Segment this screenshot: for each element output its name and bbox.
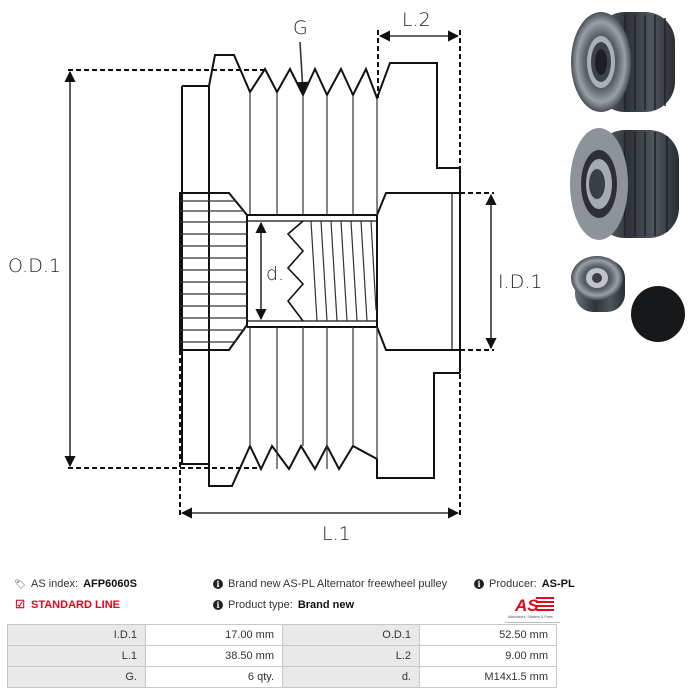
check-square-icon: ☑ <box>15 599 25 611</box>
description-row: i Brand new AS-PL Alternator freewheel p… <box>213 578 447 590</box>
product-photos <box>570 12 685 342</box>
technical-drawing: G L.2 O.D.1 I.D.1 d. L.1 <box>8 9 542 545</box>
product-type-row: i Product type: Brand new <box>213 599 354 611</box>
info-circle-icon: i <box>213 579 223 589</box>
label-l1: L.1 <box>322 523 351 545</box>
label-d: d. <box>266 263 284 285</box>
specs-table: I.D.1 17.00 mm O.D.1 52.50 mm L.1 38.50 … <box>7 624 557 688</box>
left-flange-lower <box>181 350 210 465</box>
producer-value: AS-PL <box>541 578 575 590</box>
label-od1: O.D.1 <box>8 255 61 277</box>
spec-value: 38.50 mm <box>145 645 283 667</box>
bottom-profile <box>208 350 460 487</box>
table-row: L.1 38.50 mm L.2 9.00 mm <box>7 645 557 667</box>
right-hub <box>376 192 461 351</box>
info-circle-icon: i <box>474 579 484 589</box>
spec-value: 17.00 mm <box>145 624 283 646</box>
logo-mark: AS <box>514 596 539 615</box>
as-index-value: AFP6060S <box>83 578 137 590</box>
spec-value: M14x1.5 mm <box>419 666 557 688</box>
pulley-cap <box>631 286 685 342</box>
pulley-back-view <box>570 128 679 240</box>
spec-key: O.D.1 <box>282 624 420 646</box>
pulley-small-view <box>571 256 625 312</box>
standard-line-label: STANDARD LINE <box>31 599 121 611</box>
table-row: I.D.1 17.00 mm O.D.1 52.50 mm <box>7 624 557 646</box>
description-text: Brand new AS-PL Alternator freewheel pul… <box>228 578 448 590</box>
table-row: G. 6 qty. d. M14x1.5 mm <box>7 666 557 688</box>
product-type-value: Brand new <box>297 599 355 611</box>
spec-key: L.1 <box>7 645 146 667</box>
label-id1: I.D.1 <box>498 271 542 293</box>
as-index-label: AS index: <box>31 578 79 590</box>
standard-line-badge: ☑ STANDARD LINE <box>14 599 120 611</box>
as-index-row: 🏷︎ AS index: AFP6060S <box>14 578 137 590</box>
product-type-label: Product type: <box>228 599 293 611</box>
top-profile <box>208 54 460 169</box>
tags-icon: 🏷︎ <box>14 579 26 589</box>
spec-key: G. <box>7 666 146 688</box>
spec-value: 6 qty. <box>145 666 283 688</box>
spec-value: 52.50 mm <box>419 624 557 646</box>
label-l2: L.2 <box>402 9 431 31</box>
groove-pointer <box>296 41 308 94</box>
logo-tagline: Alternators, Starters & Parts <box>508 615 553 619</box>
info-circle-icon: i <box>213 600 223 610</box>
producer-label: Producer: <box>489 578 537 590</box>
label-groove: G <box>293 17 308 39</box>
spline-hub <box>179 192 248 351</box>
spec-key: d. <box>282 666 420 688</box>
producer-row: i Producer: AS-PL <box>474 578 575 590</box>
bore <box>247 214 378 328</box>
pulley-front-view <box>571 12 675 112</box>
spec-key: L.2 <box>282 645 420 667</box>
spec-key: I.D.1 <box>7 624 146 646</box>
divider <box>505 622 560 623</box>
left-flange <box>181 85 210 350</box>
as-pl-logo: AS Alternators, Starters & Parts <box>508 596 554 619</box>
spec-value: 9.00 mm <box>419 645 557 667</box>
